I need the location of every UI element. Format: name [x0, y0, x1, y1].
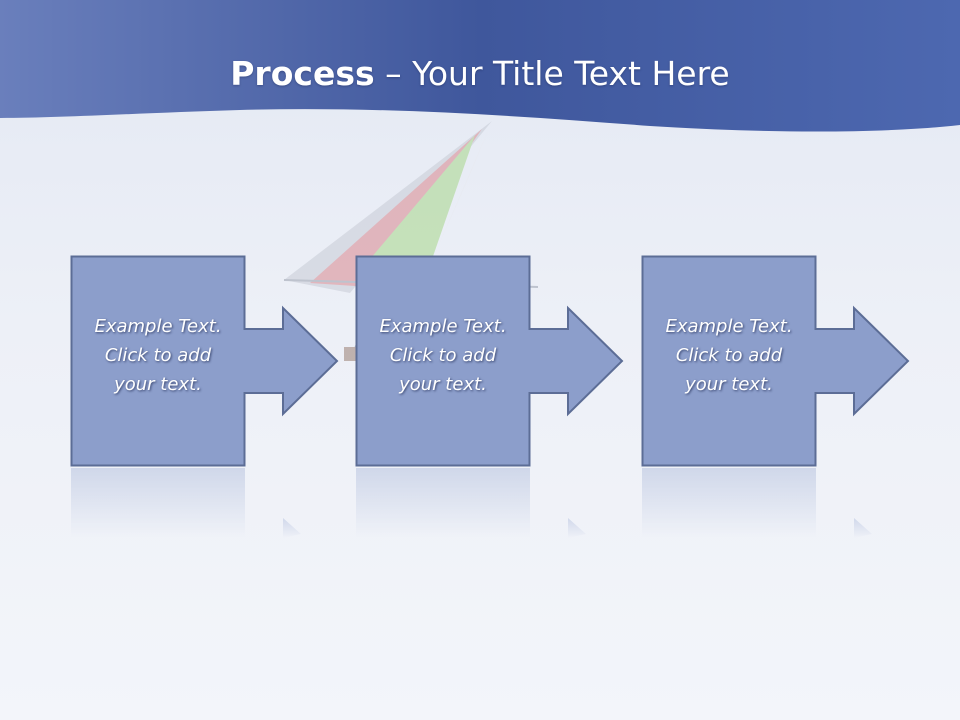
header-wave-banner [0, 0, 960, 132]
process-step-3[interactable]: Example Text. Click to add your text. [641, 255, 910, 467]
slide-title[interactable]: Process – Your Title Text Here [0, 52, 960, 96]
step-1-reflection [71, 468, 301, 538]
step-3-reflection [642, 468, 872, 538]
process-step-2[interactable]: Example Text. Click to add your text. [355, 255, 624, 467]
step-3-box-arrow [641, 255, 910, 467]
step-3-text[interactable]: Example Text. Click to add your text. [665, 316, 793, 395]
step-2-box-arrow [355, 255, 624, 467]
title-bold-part: Process [230, 54, 375, 93]
step-2-text[interactable]: Example Text. Click to add your text. [379, 316, 507, 395]
title-rest-part: – Your Title Text Here [374, 54, 730, 93]
hang-glider-image [283, 121, 539, 361]
step-1-box-arrow [70, 255, 339, 467]
step-2-reflection [356, 468, 586, 538]
process-step-1[interactable]: Example Text. Click to add your text. [70, 255, 339, 467]
step-1-text[interactable]: Example Text. Click to add your text. [94, 316, 222, 395]
